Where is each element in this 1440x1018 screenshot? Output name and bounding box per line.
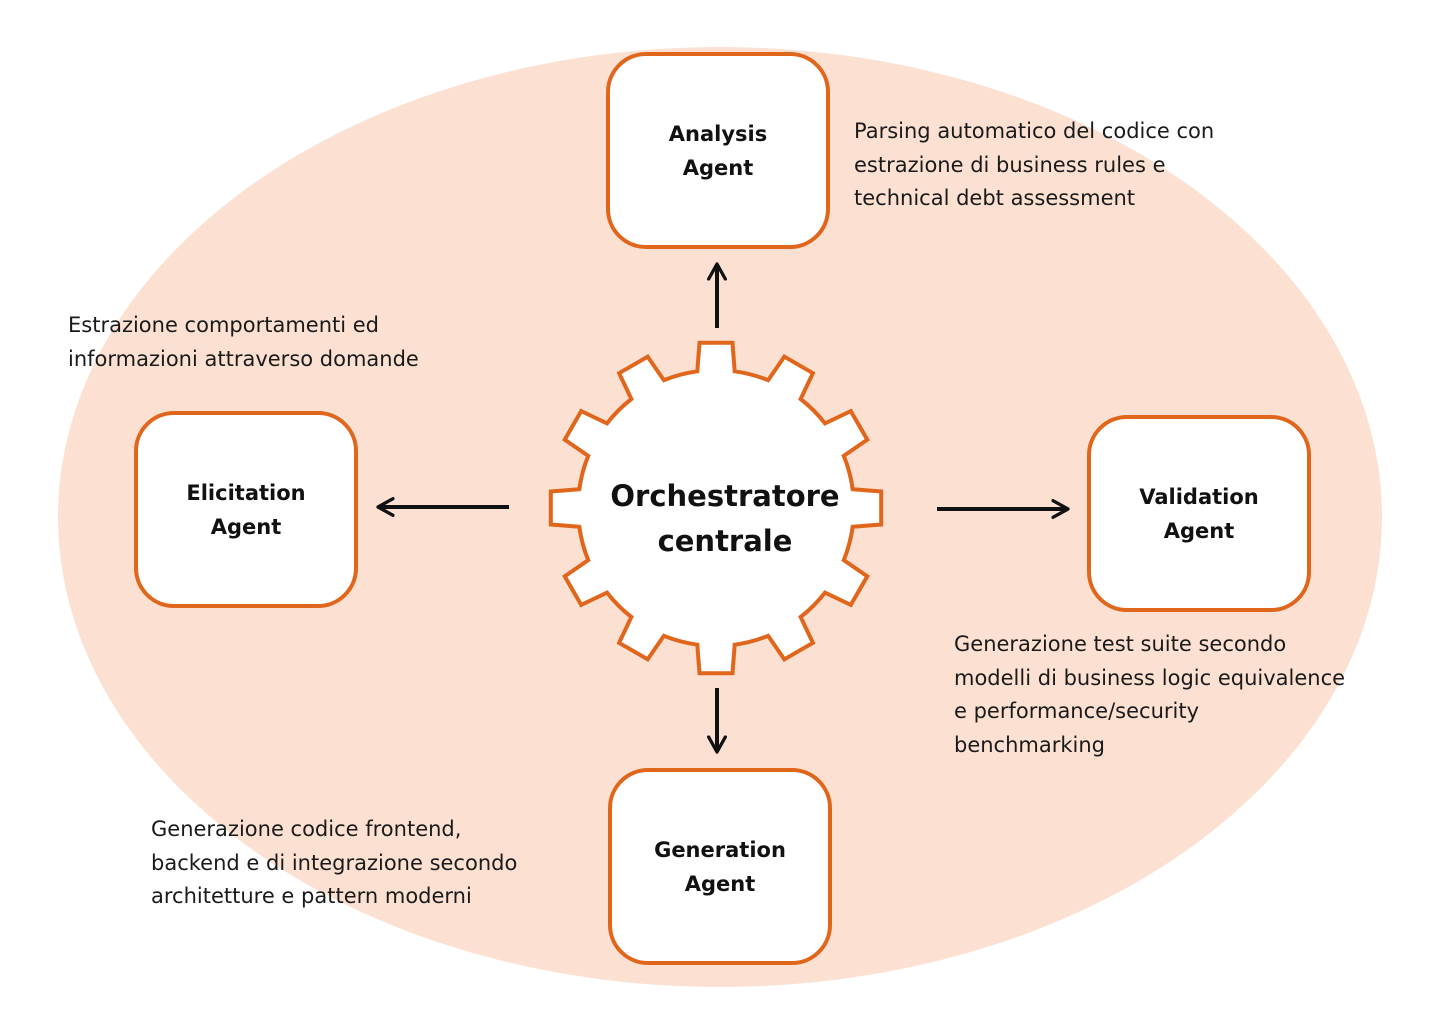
generation-description-line: backend e di integrazione secondo — [151, 850, 518, 875]
validation-description-line: modelli di business logic equivalence — [954, 665, 1346, 690]
elicitation-agent-label-line2: Agent — [210, 514, 282, 539]
validation-agent-label-line1: Validation — [1139, 484, 1259, 509]
orchestrator-label-line2: centrale — [657, 524, 793, 558]
analysis-agent-label-line2: Agent — [682, 155, 754, 180]
validation-agent-box: Validation Agent — [1087, 415, 1311, 612]
generation-agent-label-line2: Agent — [684, 871, 756, 896]
elicitation-agent-label: Elicitation Agent — [151, 476, 341, 544]
generation-description: Generazione codice frontend, backend e d… — [151, 813, 517, 914]
generation-agent-label: Generation Agent — [625, 833, 815, 901]
elicitation-agent-box: Elicitation Agent — [134, 411, 358, 608]
analysis-description-line: estrazione di business rules e — [854, 152, 1166, 177]
generation-agent-box: Generation Agent — [608, 768, 832, 965]
elicitation-description: Estrazione comportamenti ed informazioni… — [68, 309, 419, 376]
validation-agent-label-line2: Agent — [1163, 518, 1235, 543]
elicitation-agent-label-line1: Elicitation — [186, 480, 306, 505]
elicitation-description-line: Estrazione comportamenti ed — [68, 313, 380, 337]
generation-description-line: Generazione codice frontend, — [151, 817, 462, 841]
validation-agent-label: Validation Agent — [1104, 480, 1294, 548]
elicitation-description-line: informazioni attraverso domande — [68, 346, 419, 371]
analysis-agent-label: Analysis Agent — [623, 117, 813, 185]
validation-description-line: e performance/security — [954, 699, 1200, 723]
orchestrator-label-line1: Orchestratore — [610, 479, 840, 513]
validation-description: Generazione test suite secondo modelli d… — [954, 628, 1345, 762]
gear-icon — [548, 340, 884, 676]
analysis-agent-label-line1: Analysis — [668, 121, 768, 146]
analysis-description-line: technical debt assessment — [854, 186, 1136, 210]
validation-description-line: Generazione test suite secondo — [954, 632, 1287, 656]
validation-description-line: benchmarking — [954, 732, 1106, 757]
generation-description-line: architetture e pattern moderni — [151, 884, 472, 908]
analysis-description: Parsing automatico del codice con estraz… — [854, 115, 1214, 216]
generation-agent-label-line1: Generation — [654, 837, 786, 862]
analysis-description-line: Parsing automatico del codice con — [854, 119, 1215, 143]
analysis-agent-box: Analysis Agent — [606, 52, 830, 249]
orchestrator-label: Orchestratore centrale — [560, 474, 890, 564]
